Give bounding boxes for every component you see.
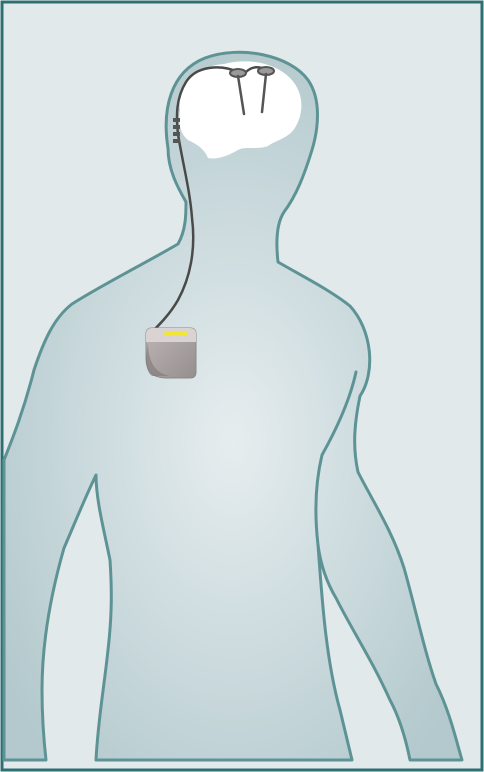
implanted-pulse-generator-icon bbox=[146, 328, 196, 378]
status-indicator-light bbox=[164, 332, 188, 336]
